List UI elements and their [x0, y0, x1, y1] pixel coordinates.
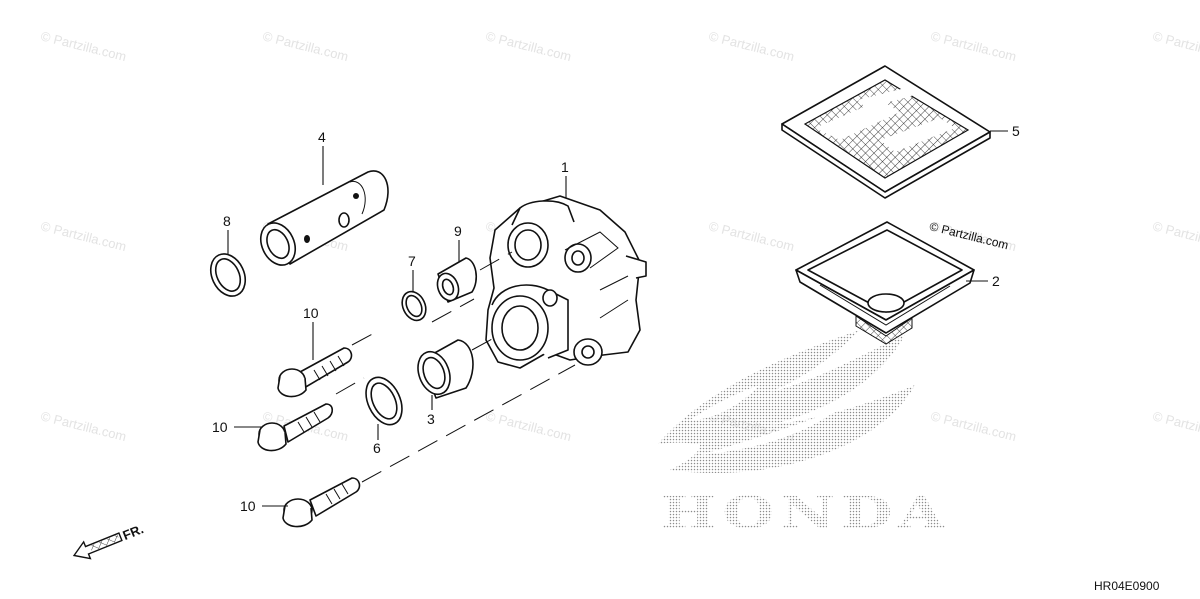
- callout-10-middle: 10: [212, 419, 228, 435]
- part-1-oil-pump-body: [485, 195, 647, 369]
- part-10-bolt-lower: [282, 477, 361, 528]
- part-5-filter-screen: [781, 65, 991, 199]
- front-direction-arrow: FR.: [72, 521, 146, 560]
- watermark-text: © Partzilla.com: [929, 28, 1018, 64]
- callout-10-upper: 10: [303, 305, 319, 321]
- callout-labels: 1 2 3 4 5 6 7 8 9 10 10 10: [212, 123, 1020, 514]
- front-label: FR.: [121, 521, 146, 543]
- part-4-valve-sleeve: [259, 170, 389, 266]
- callout-7: 7: [408, 253, 416, 269]
- part-8-o-ring: [209, 253, 247, 297]
- watermark-text: © Partzilla.com: [707, 218, 796, 254]
- part-10-bolt-upper: [277, 347, 353, 398]
- honda-logo-text: HONDA: [660, 488, 950, 539]
- watermark-text: © Partzilla.com: [707, 28, 796, 64]
- callout-2: 2: [992, 273, 1000, 289]
- watermark-text: © Partzilla.com: [1151, 28, 1200, 64]
- callout-leaders: [227, 130, 1008, 507]
- part-10-bolt-middle: [257, 403, 334, 452]
- assembly-axes: [335, 251, 576, 483]
- diagram-code: HR04E0900: [1094, 579, 1160, 593]
- part-2-strainer: [795, 221, 975, 345]
- callout-9: 9: [454, 223, 462, 239]
- part-6-o-ring: [365, 376, 403, 426]
- watermark-text: © Partzilla.com: [39, 408, 128, 444]
- callout-4: 4: [318, 129, 326, 145]
- part-3-collar: [417, 339, 474, 399]
- inline-watermark: © Partzilla.com: [928, 219, 1010, 252]
- callout-6: 6: [373, 440, 381, 456]
- callout-3: 3: [427, 411, 435, 427]
- watermark-text: © Partzilla.com: [484, 408, 573, 444]
- watermark-text: © Partzilla.com: [484, 28, 573, 64]
- watermark-text: © Partzilla.com: [39, 218, 128, 254]
- watermark-text: © Partzilla.com: [261, 28, 350, 64]
- honda-wing-logo: HONDA: [658, 330, 950, 539]
- part-9-dowel: [436, 257, 478, 303]
- watermark-text: © Partzilla.com: [39, 28, 128, 64]
- watermark-text: © Partzilla.com: [929, 408, 1018, 444]
- svg-text:© Partzilla.com: © Partzilla.com: [928, 219, 1010, 252]
- callout-5: 5: [1012, 123, 1020, 139]
- watermark-text: © Partzilla.com: [1151, 408, 1200, 444]
- callout-8: 8: [223, 213, 231, 229]
- watermark-text: © Partzilla.com: [1151, 218, 1200, 254]
- part-7-o-ring: [401, 290, 427, 322]
- callout-1: 1: [561, 159, 569, 175]
- callout-10-lower: 10: [240, 498, 256, 514]
